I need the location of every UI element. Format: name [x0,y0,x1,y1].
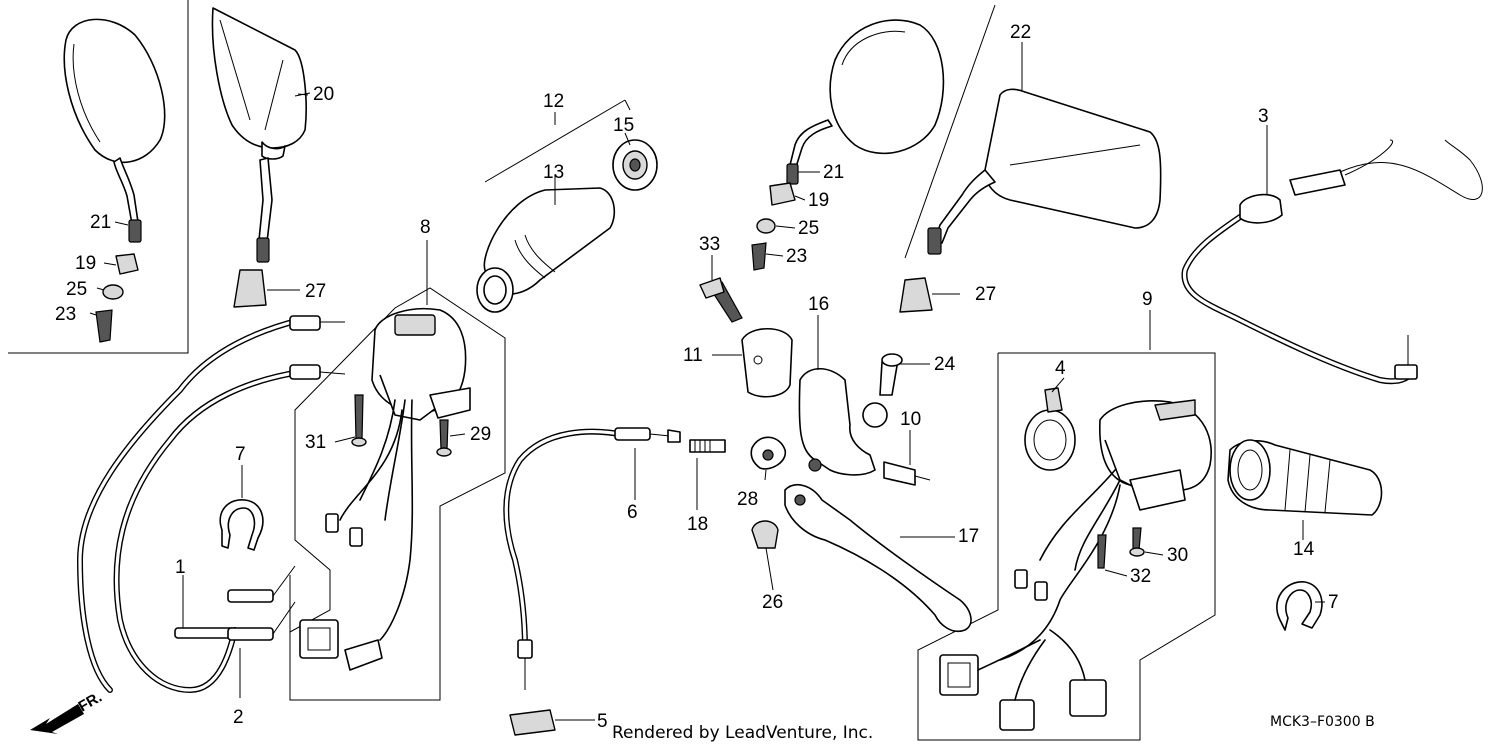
label-part-10: 10 [900,409,921,430]
switch-10 [883,461,931,486]
grip-14 [1227,439,1383,516]
leader-12 [484,99,631,183]
mirror-cap-left [233,269,267,308]
clamp-right [1276,581,1323,631]
mirror-left-hardware [95,253,139,343]
label-part-25-left: 25 [66,279,87,300]
label-part-13: 13 [543,162,564,183]
bar-end-weight [612,139,658,191]
label-part-19-left: 19 [75,253,96,274]
label-part-5: 5 [597,711,608,732]
label-part-19-right: 19 [808,190,829,211]
label-part-6: 6 [627,502,638,523]
label-part-21-left: 21 [90,212,111,233]
diagram-code: MCK3–F0300 B [1270,714,1375,730]
label-part-1: 1 [175,557,186,578]
part-labels: 1 2 3 4 5 6 7 7 8 9 10 11 12 13 14 15 16… [55,22,1339,732]
label-part-25-right: 25 [798,218,819,239]
label-part-11: 11 [683,345,703,366]
throttle-cables [76,315,346,694]
clamp-left [219,499,264,551]
mirror-left-round [63,18,166,243]
label-part-21-right: 21 [823,162,844,183]
switch-4 [1024,387,1076,471]
clamp-11 [741,328,793,398]
mirror-right-rect [927,88,1162,255]
adjuster-18 [689,439,726,453]
screws-9 [1097,527,1145,569]
mirror-right-round [786,19,945,185]
label-part-27-left: 27 [305,281,326,302]
screw-26 [751,520,779,549]
switch-housing-left [299,307,471,671]
label-part-9: 9 [1142,289,1153,310]
label-part-23-left: 23 [55,304,76,325]
label-part-24: 24 [934,354,956,375]
label-part-32: 32 [1130,566,1151,587]
credit-text: Rendered by LeadVenture, Inc. [612,723,873,743]
locknut-28 [750,436,786,470]
label-part-22: 22 [1010,22,1031,43]
label-part-8: 8 [420,217,431,238]
label-part-2: 2 [233,707,244,728]
clutch-cable [503,427,681,690]
label-part-16: 16 [808,294,829,315]
label-part-15: 15 [613,115,634,136]
label-part-23-right: 23 [786,246,807,267]
label-part-18: 18 [687,514,708,535]
label-part-26: 26 [762,592,783,613]
label-part-14: 14 [1293,539,1315,560]
label-part-30: 30 [1167,545,1188,566]
grommet-5 [509,709,556,736]
lever-17 [784,484,972,633]
throttle-grip [476,187,616,313]
front-arrow: FR. [30,689,105,734]
mirror-cap-right [899,277,933,313]
label-part-12: 12 [543,91,564,112]
bolt-33 [699,277,743,323]
label-part-31: 31 [305,432,326,453]
label-part-3: 3 [1258,106,1269,127]
mirror-left-rect [211,7,307,263]
label-part-17: 17 [958,526,979,547]
cable-3 [1181,139,1483,385]
label-part-7-left: 7 [235,444,246,465]
label-part-4: 4 [1055,358,1066,379]
mirror-right-hardware [751,182,796,271]
label-part-27-right: 27 [975,284,996,305]
screws-8 [351,394,452,457]
label-part-33: 33 [699,234,720,255]
leader-lines [89,42,1325,721]
bolt-24 [879,353,903,396]
label-part-20: 20 [313,84,334,105]
label-part-28: 28 [737,489,758,510]
label-part-7-right: 7 [1328,592,1339,613]
lever-bracket-16 [798,367,888,476]
connectors-9 [939,629,1107,731]
label-part-29: 29 [470,424,491,445]
